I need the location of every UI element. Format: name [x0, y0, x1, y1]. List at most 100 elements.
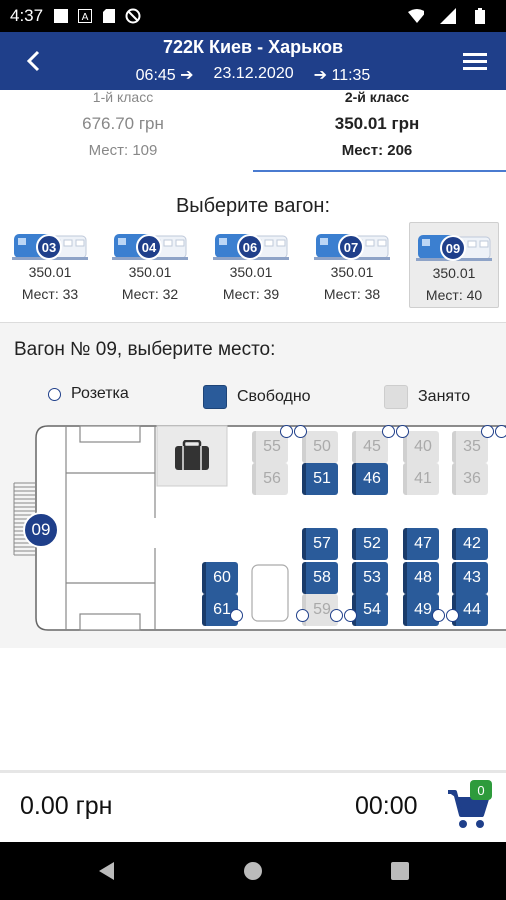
- booking-timer: 00:00: [355, 792, 418, 820]
- battery-icon: [472, 8, 488, 24]
- wagon-price: 350.01: [330, 264, 374, 280]
- socket-icon: [382, 425, 395, 438]
- wagon-seats: Мест: 32: [121, 286, 179, 302]
- legend-free: Свободно: [203, 385, 311, 409]
- seat-44[interactable]: 44: [452, 594, 488, 626]
- no-signal-icon: [125, 8, 141, 24]
- android-nav-bar: [0, 842, 506, 900]
- seat-53[interactable]: 53: [352, 562, 388, 594]
- seat-36: 36: [452, 463, 488, 495]
- class-price: 350.01 грн: [334, 114, 420, 133]
- class-tab-first[interactable]: 1-й класс 676.70 грн Мест: 109: [8, 90, 238, 159]
- wagon-outline: [13, 425, 506, 631]
- socket-icon: [481, 425, 494, 438]
- wagon-icon: 07: [314, 228, 390, 262]
- class-tab-second[interactable]: 2-й класс 350.01 грн Мест: 206: [262, 90, 492, 159]
- active-tab-indicator: [253, 170, 506, 172]
- seat-legend: Розетка Свободно Занято: [0, 385, 506, 413]
- train-title: 722К Киев - Харьков: [162, 37, 344, 57]
- divider: [0, 322, 506, 323]
- wagon-number: 09: [440, 235, 466, 261]
- legend-free-label: Свободно: [237, 388, 311, 405]
- status-bar: 4:37 A: [0, 0, 506, 32]
- socket-icon: [396, 425, 409, 438]
- notification-a-icon: A: [77, 8, 93, 24]
- seat-56: 56: [252, 463, 288, 495]
- wagon-seats: Мест: 33: [21, 286, 79, 302]
- class-seats: Мест: 206: [341, 142, 413, 159]
- seat-43[interactable]: 43: [452, 562, 488, 594]
- square-recents-icon: [391, 862, 409, 880]
- chevron-left-icon: [26, 50, 40, 72]
- nav-back-button[interactable]: [92, 857, 120, 885]
- seat-57[interactable]: 57: [302, 528, 338, 560]
- wagon-price: 350.01: [128, 264, 172, 280]
- wagon-number: 04: [136, 234, 162, 260]
- wagon-icon: 03: [12, 228, 88, 262]
- cart-count-badge: 0: [470, 780, 492, 800]
- socket-icon: [330, 609, 343, 622]
- seat-46[interactable]: 46: [352, 463, 388, 495]
- socket-icon: [446, 609, 459, 622]
- trip-times: 06:45 ➔ 23.12.2020 ➔ 11:35: [0, 65, 506, 85]
- seat-58[interactable]: 58: [302, 562, 338, 594]
- socket-icon: [294, 425, 307, 438]
- socket-icon: [296, 609, 309, 622]
- class-tabs: 1-й класс 676.70 грн Мест: 109 2-й класс…: [0, 90, 506, 172]
- wagon-price: 350.01: [28, 264, 72, 280]
- seat-47[interactable]: 47: [403, 528, 439, 560]
- wagon-number: 07: [338, 234, 364, 260]
- menu-button[interactable]: [460, 46, 490, 76]
- wagon-number: 03: [36, 234, 62, 260]
- nav-recents-button[interactable]: [386, 857, 414, 885]
- socket-icon: [48, 387, 61, 401]
- seat-section-title: Вагон № 09, выберите место:: [14, 339, 276, 360]
- wagon-icon: 09: [416, 229, 492, 263]
- notification-square-icon: [53, 8, 69, 24]
- wagon-icon: 06: [213, 228, 289, 262]
- seat-51[interactable]: 51: [302, 463, 338, 495]
- trip-date: 23.12.2020: [213, 65, 294, 82]
- seat-54[interactable]: 54: [352, 594, 388, 626]
- socket-icon: [230, 609, 243, 622]
- seat-52[interactable]: 52: [352, 528, 388, 560]
- legend-taken: Занято: [384, 385, 470, 409]
- taken-seat-swatch: [384, 385, 408, 409]
- class-name: 2-й класс: [344, 90, 410, 105]
- triangle-back-icon: [99, 862, 114, 880]
- seat-map-section: Вагон № 09, выберите место: Розетка Своб…: [0, 323, 506, 648]
- wifi-icon: [408, 8, 424, 24]
- circle-home-icon: [244, 862, 262, 880]
- nav-home-button[interactable]: [239, 857, 267, 885]
- seat-48[interactable]: 48: [403, 562, 439, 594]
- total-price: 0.00 грн: [20, 792, 113, 820]
- arrival-time: ➔ 11:35: [313, 67, 371, 84]
- hamburger-icon: [463, 53, 487, 70]
- footer-divider: [0, 770, 506, 773]
- wagon-price: 350.01: [229, 264, 273, 280]
- seat-41: 41: [403, 463, 439, 495]
- status-time: 4:37: [10, 6, 44, 25]
- seat-50: 50: [302, 431, 338, 463]
- wagon-seats: Мест: 39: [222, 286, 280, 302]
- socket-icon: [495, 425, 506, 438]
- seat-40: 40: [403, 431, 439, 463]
- wagon-icon: 04: [112, 228, 188, 262]
- socket-icon: [432, 609, 445, 622]
- wagon-seats: Мест: 38: [323, 286, 381, 302]
- wagon-number: 06: [237, 234, 263, 260]
- back-button[interactable]: [18, 46, 48, 76]
- wagon-price: 350.01: [432, 265, 476, 281]
- seat-42[interactable]: 42: [452, 528, 488, 560]
- car-number-badge: 09: [23, 512, 59, 548]
- seat-60[interactable]: 60: [202, 562, 238, 594]
- legend-taken-label: Занято: [418, 388, 471, 405]
- sd-card-icon: [101, 8, 117, 24]
- class-price: 676.70 грн: [82, 114, 164, 133]
